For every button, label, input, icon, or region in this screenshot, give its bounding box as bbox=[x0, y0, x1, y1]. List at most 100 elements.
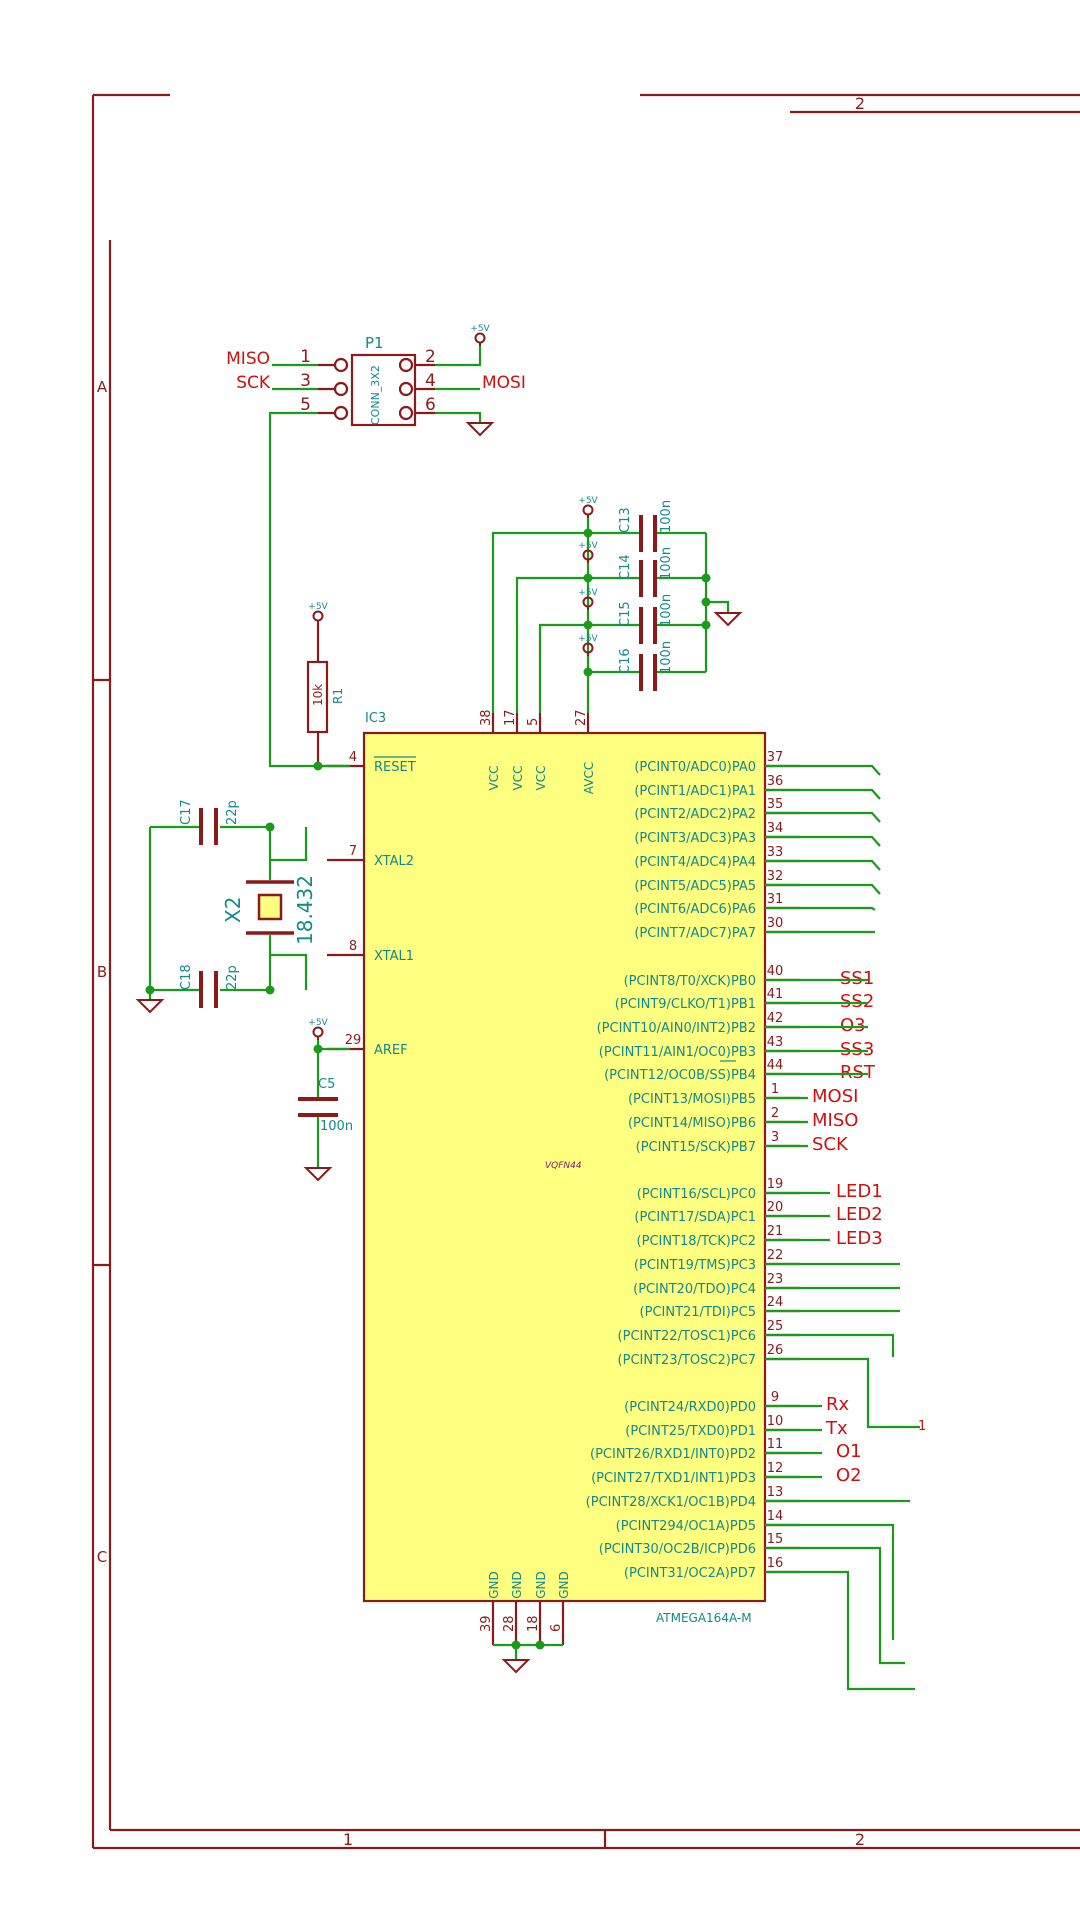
zone-label-row-c: C bbox=[97, 1548, 107, 1566]
ic3-value-label: ATMEGA164A-M bbox=[656, 1611, 752, 1625]
ic3-pin-number: 21 bbox=[767, 1224, 784, 1239]
ic3-pin-number: 37 bbox=[767, 750, 784, 765]
c16-value-label: 100n bbox=[659, 641, 674, 674]
power-symbol bbox=[582, 549, 594, 561]
ic3-pin-number: 34 bbox=[767, 821, 784, 836]
ic3-pin-name: (PCINT294/OC1A)PD5 bbox=[616, 1519, 756, 1534]
ic3-pin-name: (PCINT13/MOSI)PB5 bbox=[628, 1092, 756, 1107]
c13-value-label: 100n bbox=[659, 500, 674, 533]
power-symbol bbox=[582, 642, 594, 654]
ic3-pin-name: (PCINT21/TDI)PC5 bbox=[640, 1305, 756, 1320]
p1-value-label: CONN_3X2 bbox=[369, 365, 382, 425]
aref-circuit bbox=[298, 1040, 350, 1168]
power-label: +5V bbox=[578, 634, 598, 644]
ic3-pin-number: 3 bbox=[771, 1130, 779, 1145]
power-symbol bbox=[582, 596, 594, 608]
net-label: LED1 bbox=[836, 1181, 883, 1202]
power-label: +5V bbox=[578, 588, 598, 598]
ic3-pin-number: 27 bbox=[574, 709, 589, 726]
ic3-pin-name: (PCINT23/TOSC2)PC7 bbox=[618, 1353, 756, 1368]
ground-symbol bbox=[303, 1167, 333, 1182]
power-symbol bbox=[582, 504, 594, 516]
ic3-pin-number: 14 bbox=[767, 1509, 784, 1524]
ic3-pin-name: (PCINT22/TOSC1)PC6 bbox=[618, 1329, 756, 1344]
ic3-pin-name: (PCINT26/RXD1/INT0)PD2 bbox=[590, 1447, 756, 1462]
ic3-pin-name: AREF bbox=[374, 1043, 408, 1058]
ground-symbol bbox=[465, 422, 495, 437]
ic3-pin-number: 40 bbox=[767, 964, 784, 979]
ic3-pin-number: 25 bbox=[767, 1319, 784, 1334]
zone-label-row-a: A bbox=[97, 378, 108, 396]
ic3-pin-number: 2 bbox=[771, 1106, 779, 1121]
c17-ref-label: C17 bbox=[179, 799, 194, 825]
ic3-pin-number: 31 bbox=[767, 892, 784, 907]
r1-ref-label: R1 bbox=[331, 688, 345, 704]
ic3-pin-name: GND bbox=[487, 1571, 501, 1599]
c18-ref-label: C18 bbox=[179, 964, 194, 990]
ic3-pin-name: (PCINT0/ADC0)PA0 bbox=[634, 760, 756, 775]
ic3-pin-number: 28 bbox=[502, 1615, 517, 1632]
net-label: MISO bbox=[812, 1110, 858, 1131]
ic3-pin-number: 35 bbox=[767, 797, 784, 812]
ic3-pin-number: 44 bbox=[767, 1058, 784, 1073]
ic3-pin-number: 12 bbox=[767, 1461, 784, 1476]
ic3-pin-number: 24 bbox=[767, 1295, 784, 1310]
ic3-pin-name: (PCINT10/AIN0/INT2)PB2 bbox=[597, 1021, 756, 1036]
ic3-pin-number: 38 bbox=[479, 709, 494, 726]
r1-value-label: 10k bbox=[311, 684, 325, 706]
net-label: RST bbox=[840, 1062, 876, 1083]
net-label: Tx bbox=[825, 1418, 848, 1439]
ic3-pin-number: 26 bbox=[767, 1343, 784, 1358]
zone-label-col-bottom-2: 2 bbox=[855, 1830, 865, 1849]
ic3-pin-number: 15 bbox=[767, 1532, 784, 1547]
net-label: LED2 bbox=[836, 1204, 883, 1225]
ic3-pin-number: 42 bbox=[767, 1011, 784, 1026]
ic3-pin-name: (PCINT7/ADC7)PA7 bbox=[634, 926, 756, 941]
c14-ref-label: C14 bbox=[618, 554, 633, 580]
ic3-pin-name: (PCINT11/AIN1/OC0)PB3 bbox=[599, 1045, 756, 1060]
ic3-pin-name: GND bbox=[557, 1571, 571, 1599]
ic3-pin-name: (PCINT1/ADC1)PA1 bbox=[634, 784, 756, 799]
ic3-pin-name: (PCINT31/OC2A)PD7 bbox=[624, 1566, 756, 1581]
ic3-right-pins: 37 (PCINT0/ADC0)PA0 36 (PCINT1/ADC1)PA1 35 (P… bbox=[586, 750, 883, 1581]
power-symbol bbox=[474, 332, 486, 344]
ic3-pin-number: 18 bbox=[526, 1615, 541, 1632]
power-label: +5V bbox=[578, 541, 598, 551]
ic3-pin-number: 19 bbox=[767, 1177, 784, 1192]
ic3-pin-name: (PCINT27/TXD1/INT1)PD3 bbox=[591, 1471, 756, 1486]
ic3-pin-number: 33 bbox=[767, 845, 784, 860]
c17-value-label: 22p bbox=[225, 800, 240, 825]
r1-resistor bbox=[306, 624, 350, 771]
ic3-pin-name: (PCINT17/SDA)PC1 bbox=[634, 1210, 756, 1225]
ic3-pin-name: VCC bbox=[511, 766, 525, 791]
ic3-pin-number: 39 bbox=[479, 1615, 494, 1632]
gnd-bus bbox=[493, 1640, 563, 1660]
ic3-pin-name: (PCINT19/TMS)PC3 bbox=[634, 1258, 756, 1273]
ic3-pin-name: (PCINT15/SCK)PB7 bbox=[636, 1140, 756, 1155]
c14-value-label: 100n bbox=[659, 547, 674, 580]
net-label: SCK bbox=[812, 1134, 849, 1155]
ic3-pin-number: 32 bbox=[767, 869, 784, 884]
ic3-pin-name: (PCINT25/TXD0)PD1 bbox=[625, 1424, 756, 1439]
net-label-miso: MISO bbox=[226, 349, 270, 369]
ic3-pin-number: 8 bbox=[349, 939, 357, 954]
ic3-pin-name: VCC bbox=[534, 766, 548, 791]
ic3-pin-number: 36 bbox=[767, 774, 784, 789]
ic3-pin-name: GND bbox=[510, 1571, 524, 1599]
ic3-pin-number: 17 bbox=[503, 709, 518, 726]
ic3-pin-name: (PCINT2/ADC2)PA2 bbox=[634, 807, 756, 822]
c18-value-label: 22p bbox=[225, 965, 240, 990]
x2-ref-label: X2 bbox=[221, 897, 245, 923]
drawing-frame bbox=[91, 93, 1080, 1850]
ic3-pin-name: XTAL2 bbox=[374, 854, 414, 869]
ground-symbol bbox=[713, 612, 743, 627]
ic3-pin-name: (PCINT28/XCK1/OC1B)PD4 bbox=[586, 1495, 756, 1510]
net-label-mosi: MOSI bbox=[482, 373, 526, 393]
ic3-pin-number: 9 bbox=[771, 1390, 779, 1405]
c5-value-label: 100n bbox=[320, 1119, 353, 1134]
ic3-pin-name: (PCINT24/RXD0)PD0 bbox=[624, 1400, 756, 1415]
ic3-pin-number: 5 bbox=[526, 718, 541, 726]
power-label: +5V bbox=[578, 496, 598, 506]
c5-ref-label: C5 bbox=[318, 1077, 335, 1092]
